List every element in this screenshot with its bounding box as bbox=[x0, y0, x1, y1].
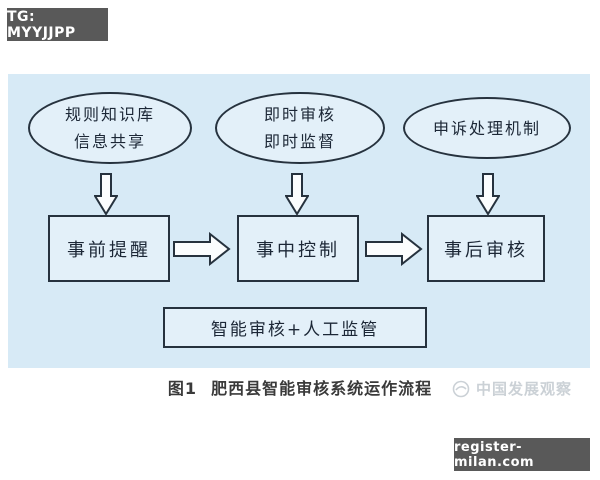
publisher-logo-icon bbox=[452, 380, 470, 398]
site-watermark-badge: register-milan.com bbox=[454, 438, 590, 471]
tg-watermark-badge: TG: MYYJJPP bbox=[7, 8, 108, 41]
publisher-watermark-label: 中国发展观察 bbox=[476, 380, 573, 398]
ellipse-line: 即时监督 bbox=[263, 132, 336, 151]
down-arrow-icon bbox=[284, 173, 310, 216]
down-arrow-icon bbox=[475, 173, 501, 216]
ellipse-line: 规则知识库 bbox=[64, 105, 155, 124]
right-arrow-icon bbox=[365, 231, 423, 267]
down-arrow-icon bbox=[93, 173, 119, 216]
box-label: 事后审核 bbox=[444, 239, 528, 261]
figure-caption: 图1 肥西县智能审核系统运作流程 bbox=[0, 375, 600, 399]
tg-badge-label: TG: MYYJJPP bbox=[7, 8, 76, 41]
box-pre-event-reminder: 事前提醒 bbox=[48, 215, 170, 282]
box-smart-review-manual-supervision: 智能审核+人工监管 bbox=[163, 307, 427, 348]
box-in-event-control: 事中控制 bbox=[237, 215, 359, 282]
figure-title: 肥西县智能审核系统运作流程 bbox=[211, 379, 433, 398]
ellipse-line: 即时审核 bbox=[263, 105, 336, 124]
figure-number: 图1 bbox=[167, 379, 198, 398]
site-badge-label: register-milan.com bbox=[454, 439, 535, 470]
box-label: 事中控制 bbox=[256, 239, 340, 261]
box-post-event-review: 事后审核 bbox=[427, 215, 545, 282]
ellipse-rule-knowledge-base: 规则知识库 信息共享 bbox=[28, 92, 192, 164]
right-arrow-icon bbox=[173, 231, 231, 267]
box-label: 事前提醒 bbox=[67, 239, 151, 261]
flowchart-panel: 规则知识库 信息共享 即时审核 即时监督 申诉处理机制 事前提醒 事中控制 事后… bbox=[8, 74, 590, 368]
ellipse-line: 信息共享 bbox=[73, 132, 146, 151]
ellipse-line: 申诉处理机制 bbox=[432, 118, 541, 138]
ellipse-appeal-mechanism: 申诉处理机制 bbox=[403, 97, 571, 159]
box-label: 智能审核+人工监管 bbox=[210, 320, 380, 340]
publisher-watermark: 中国发展观察 bbox=[452, 378, 572, 399]
ellipse-realtime-review: 即时审核 即时监督 bbox=[215, 92, 385, 164]
